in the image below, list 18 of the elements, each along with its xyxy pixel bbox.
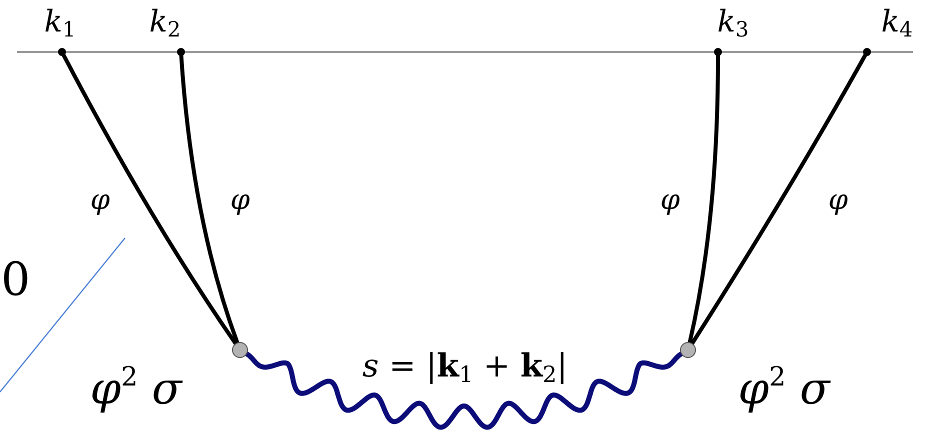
vertex-label: φ$^{2}$ σ: [738, 364, 830, 412]
point-dot: [177, 48, 185, 56]
vertex-dot: [232, 342, 248, 358]
vertex-label: k$_{3}$: [717, 7, 749, 41]
point-dot: [863, 48, 871, 56]
wavy-line: [244, 352, 684, 430]
line: [690, 54, 868, 346]
vertex-label: φ$^{2}$ σ: [90, 364, 182, 412]
line: [688, 54, 720, 344]
vertex-dot: [680, 342, 696, 358]
axis-label: 0: [1, 256, 30, 302]
point-dot: [714, 48, 722, 56]
vertex-label: k$_{1}$: [44, 7, 76, 41]
vertex-label: k$_{2}$: [149, 7, 181, 41]
point-dot: [58, 48, 66, 56]
vertex-label: k$_{4}$: [881, 7, 913, 41]
line: [62, 54, 238, 346]
line: [179, 54, 240, 344]
